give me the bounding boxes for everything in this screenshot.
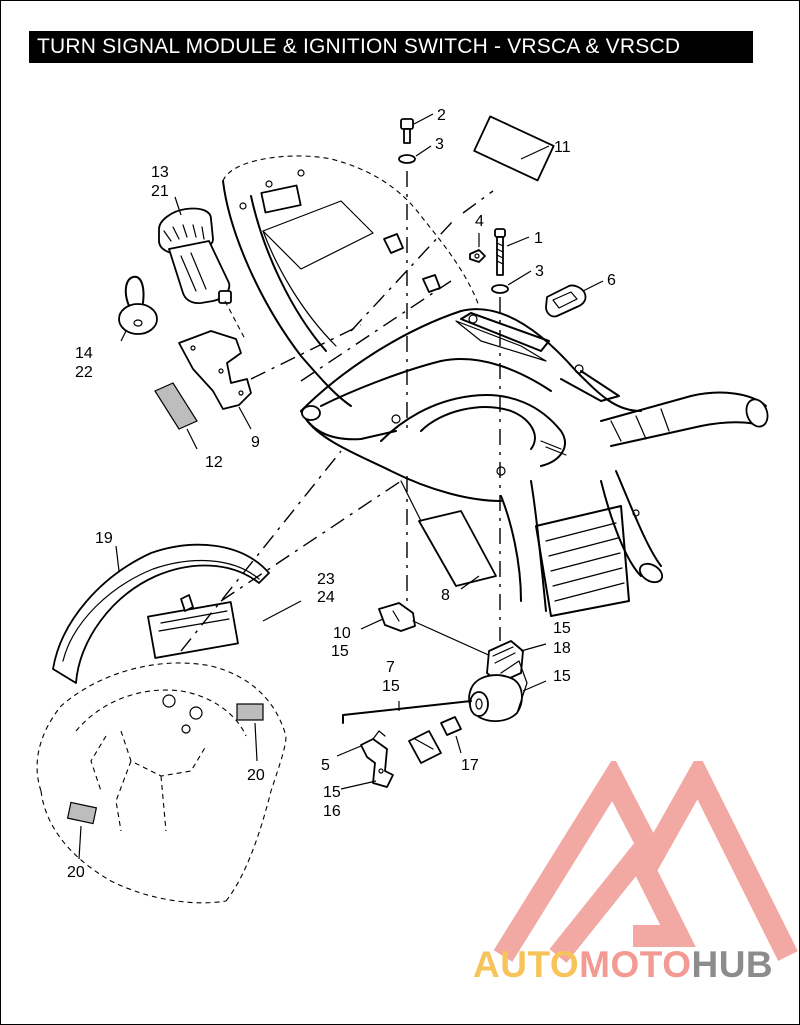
callout-17: 17 [461,757,479,774]
callout-9: 9 [251,434,260,451]
callout-2: 2 [437,107,446,124]
callout-labels: 2 3 11 4 1 3 6 13 21 14 22 12 9 19 23 24… [67,107,616,881]
callout-13: 13 [151,164,169,181]
callout-11: 11 [554,139,571,156]
callout-19: 19 [95,530,113,547]
callout-3: 3 [535,263,544,280]
callout-7: 7 [386,659,395,676]
callout-6: 6 [607,272,616,289]
callout-14: 14 [75,345,93,362]
callout-3: 3 [435,136,444,153]
leader-lines [78,113,604,860]
callout-5: 5 [321,757,330,774]
watermark-logo-icon [493,761,798,963]
watermark-text-moto: MOTO [579,944,692,985]
callout-21: 21 [151,183,169,200]
turn-signal-module-group [118,207,362,430]
callout-1: 1 [534,230,543,247]
callout-15: 15 [323,784,341,801]
callout-23: 23 [317,571,335,588]
callout-15: 15 [331,643,349,660]
callout-8: 8 [441,587,450,604]
callout-15: 15 [553,620,571,637]
callout-24: 24 [317,589,335,606]
watermark-text: AUTOMOTOHUB [473,944,773,986]
callout-20: 20 [247,767,265,784]
callout-20: 20 [67,864,85,881]
ignition-switch-group [342,602,528,788]
callout-16: 16 [323,803,341,820]
callout-15: 15 [553,668,571,685]
frame-assembly [222,155,769,617]
hardware-top [300,115,587,641]
watermark-text-hub: HUB [691,944,774,985]
callout-15: 15 [382,678,400,695]
callout-18: 18 [553,640,571,657]
callout-12: 12 [205,454,223,471]
callout-22: 22 [75,364,93,381]
callout-10: 10 [333,625,351,642]
page-title: TURN SIGNAL MODULE & IGNITION SWITCH - V… [29,31,753,63]
watermark-text-auto: AUTO [473,944,580,985]
callout-4: 4 [475,213,484,230]
headlamp-nacelle-group [36,450,402,904]
